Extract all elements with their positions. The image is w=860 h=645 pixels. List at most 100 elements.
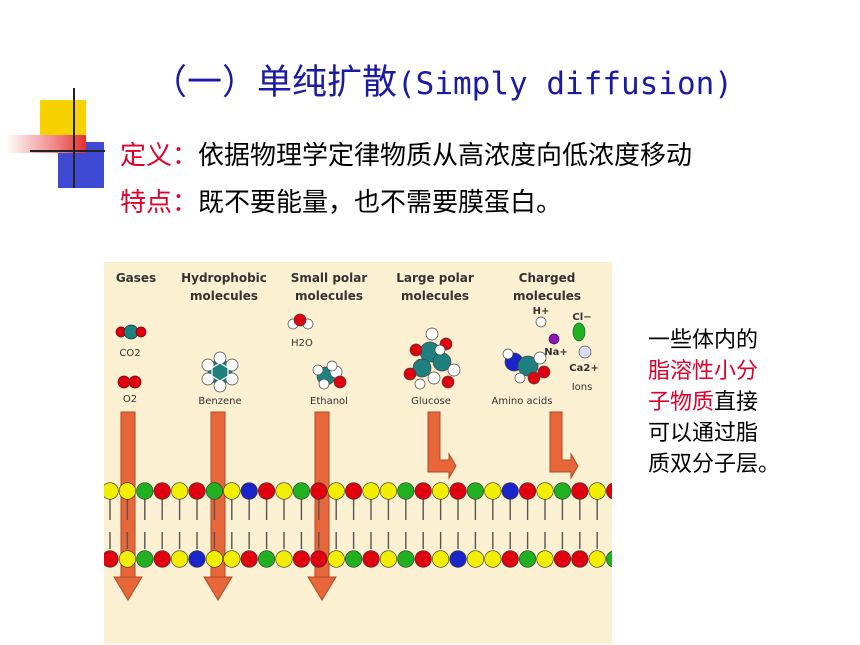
feature-text: 既不要能量，也不需要膜蛋白。 — [198, 188, 563, 218]
lipid-head — [588, 550, 606, 568]
lipid-tails — [109, 499, 598, 549]
header-hydrophobic-1: Hydrophobic — [181, 271, 267, 285]
sodium-ion-icon — [548, 333, 560, 345]
title-chinese: （一）单纯扩散 — [152, 63, 398, 103]
lipid-head — [519, 550, 537, 568]
lipid-head — [379, 482, 398, 500]
lipid-head — [362, 482, 380, 500]
decor-vertical-line — [73, 88, 75, 188]
lipid-head — [606, 550, 612, 568]
lipid-head — [104, 482, 119, 500]
lipid-head — [553, 550, 572, 568]
lipid-head — [606, 482, 612, 500]
arrow-hydrophobic — [203, 411, 233, 601]
lipid-head — [153, 550, 171, 568]
lipid-head — [466, 482, 485, 500]
lipid-heads-top-layer — [104, 482, 612, 500]
lipid-head — [205, 482, 223, 500]
co2-molecule-icon — [115, 324, 147, 340]
lipid-head — [397, 550, 415, 568]
lipid-head — [258, 550, 276, 568]
lipid-head — [153, 482, 171, 500]
header-large-polar-1: Large polar — [396, 271, 474, 285]
membrane-diffusion-figure: Gases Hydrophobic molecules Small polar … — [104, 262, 612, 644]
slide-title: （一）单纯扩散(Simply diffusion) — [152, 54, 733, 105]
lipid-head — [223, 482, 241, 500]
lipid-head — [362, 550, 380, 568]
lipid-head — [327, 550, 345, 568]
lipid-head — [553, 482, 572, 500]
lipid-head — [414, 482, 432, 500]
header-large-polar-2: molecules — [401, 289, 469, 303]
lipid-head — [327, 482, 345, 500]
lipid-head — [588, 482, 606, 500]
lipid-head — [136, 482, 154, 500]
glucose-molecule-icon — [403, 327, 461, 390]
lipid-head — [379, 550, 398, 568]
benzene-molecule-icon — [201, 351, 239, 393]
benzene-label: Benzene — [198, 396, 241, 407]
lipid-head — [571, 550, 589, 568]
lipid-head — [258, 482, 276, 500]
lipid-head — [484, 550, 502, 568]
glucose-label: Glucose — [411, 396, 451, 407]
lipid-head — [397, 482, 415, 500]
header-hydrophobic-2: molecules — [190, 289, 258, 303]
title-english: (Simply diffusion) — [397, 66, 733, 102]
lipid-head — [292, 482, 310, 500]
definition-text: 依据物理学定律物质从高浓度向低浓度移动 — [198, 141, 693, 171]
lipid-head — [292, 550, 310, 568]
lipid-heads-bottom-layer — [104, 550, 612, 568]
ethanol-molecule-icon — [312, 360, 347, 390]
definition-label: 定义： — [120, 141, 199, 171]
lipid-head — [104, 550, 119, 568]
lipid-head — [170, 482, 189, 500]
na-ion-label: Na+ — [544, 347, 568, 358]
side-note-highlight: 子物质 — [648, 390, 715, 415]
lipid-head — [170, 550, 189, 568]
ions-label: Ions — [572, 382, 593, 393]
decor-red-bar — [6, 135, 86, 153]
decor-horizontal-line — [30, 150, 105, 152]
lipid-head — [275, 482, 293, 500]
arrow-large-polar-blocked — [427, 411, 457, 480]
o2-label: O2 — [123, 394, 137, 405]
lipid-head — [484, 482, 502, 500]
ethanol-label: Ethanol — [310, 396, 348, 407]
cl-ion-label: Cl− — [572, 312, 591, 323]
feature-label: 特点： — [120, 188, 199, 218]
lipid-head — [310, 482, 328, 500]
lipid-head — [501, 550, 519, 568]
header-small-polar-2: molecules — [295, 289, 363, 303]
lipid-head — [188, 482, 206, 500]
h2o-label: H2O — [291, 338, 313, 349]
side-note-line-5: 质双分子层。 — [648, 452, 781, 477]
header-small-polar-1: Small polar — [291, 271, 368, 285]
lipid-head — [240, 550, 258, 568]
ca-ion-label: Ca2+ — [569, 363, 598, 374]
definition-line: 定义：依据物理学定律物质从高浓度向低浓度移动 — [120, 135, 692, 172]
lipid-head — [118, 482, 136, 500]
arrow-charged-blocked — [549, 411, 579, 480]
lipid-head — [466, 550, 485, 568]
water-molecule-icon — [287, 313, 314, 330]
arrow-small-polar — [307, 411, 337, 601]
header-gases: Gases — [116, 271, 156, 285]
header-charged-1: Charged — [519, 271, 576, 285]
lipid-head — [449, 482, 467, 500]
co2-label: CO2 — [119, 348, 140, 359]
amino-acid-molecule-icon — [502, 348, 551, 385]
side-note-line-2: 脂溶性小分 — [648, 359, 759, 384]
lipid-head — [519, 482, 537, 500]
side-note-line-4: 可以通过脂 — [648, 421, 759, 446]
side-note: 一些体内的 脂溶性小分 子物质直接 可以通过脂 质双分子层。 — [648, 325, 780, 480]
lipid-head — [275, 550, 293, 568]
feature-line: 特点：既不要能量，也不需要膜蛋白。 — [120, 182, 562, 219]
lipid-head — [432, 550, 450, 568]
side-note-line-3: 子物质直接 — [648, 387, 780, 418]
header-charged-2: molecules — [513, 289, 581, 303]
lipid-head — [223, 550, 241, 568]
lipid-head — [449, 550, 467, 568]
o2-molecule-icon — [117, 375, 142, 389]
side-note-line-1: 一些体内的 — [648, 328, 759, 353]
